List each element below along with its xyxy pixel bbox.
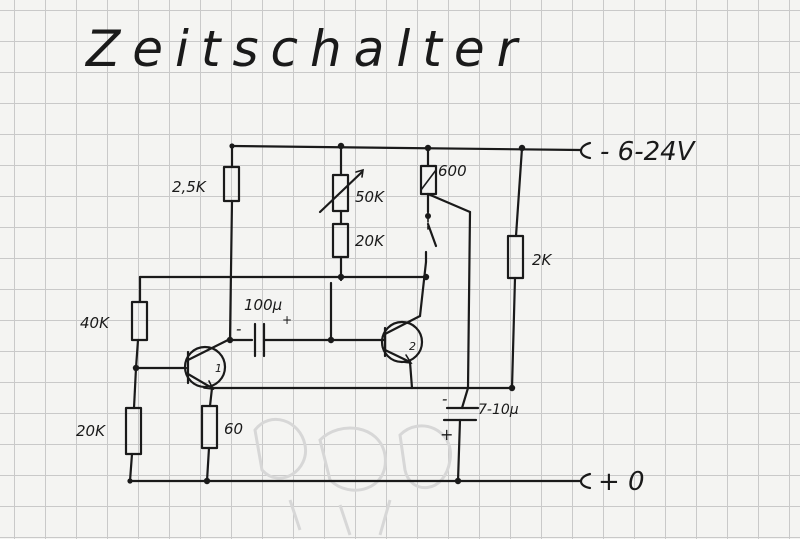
potentiometer-50k: 50K [318, 144, 385, 226]
resistor-2k: 2K [506, 146, 553, 390]
resistor-20k-series: 20K [329, 222, 385, 344]
schematic-title: Zeitschalter [84, 20, 529, 78]
supply-positive-label: + 0 [598, 467, 645, 497]
resistor-2k-label: 2K [532, 251, 553, 269]
capacitor-100u: 100µ - + [226, 296, 387, 358]
capacitor-timing: - 7-10µ + [440, 386, 519, 483]
relay-to-capacitor-wire [466, 210, 472, 390]
capacitor-minus-label: - [236, 320, 241, 338]
capacitor-timing-minus: - [442, 390, 447, 408]
capacitor-timing-label: 7-10µ [478, 402, 519, 418]
resistor-20k-base: 20K [76, 366, 143, 483]
junction-dots [127, 142, 526, 485]
resistor-60-label: 60 [224, 420, 243, 438]
resistor-2k5-label: 2,5K [172, 178, 207, 196]
background-watermark [253, 417, 452, 536]
relay-600: 600 [419, 146, 472, 264]
supply-negative-label: - 6-24V [600, 137, 697, 167]
resistor-20k-series-label: 20K [355, 232, 385, 250]
capacitor-timing-plus: + [440, 425, 453, 444]
resistor-2k5: 2,5K [172, 144, 241, 342]
resistor-60: 60 [200, 386, 243, 483]
resistor-20k-base-label: 20K [76, 422, 106, 440]
resistor-40k-label: 40K [80, 314, 110, 332]
resistor-40k: 40K [80, 300, 149, 370]
divider-top-wire [138, 275, 428, 304]
transistor-1: 1 [183, 338, 230, 390]
potentiometer-label: 50K [355, 188, 385, 206]
capacitor-100u-label: 100µ [244, 296, 282, 314]
transistor-1-label: 1 [215, 362, 222, 375]
transistor-2: 2 [380, 260, 428, 390]
capacitor-plus-label: + [282, 313, 292, 327]
relay-label: 600 [438, 162, 467, 180]
transistor-2-label: 2 [409, 340, 416, 353]
